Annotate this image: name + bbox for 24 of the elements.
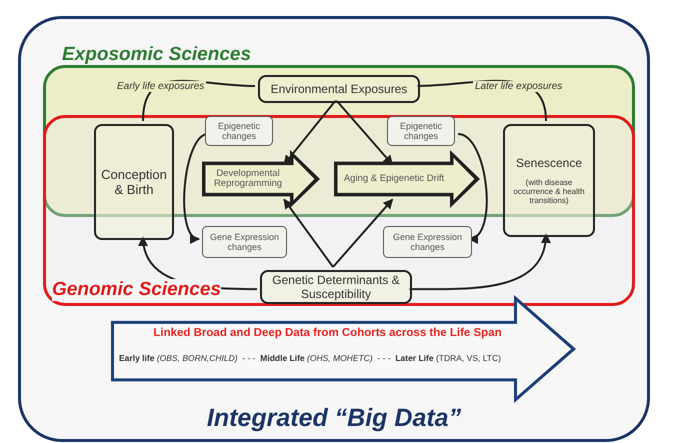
edge-label: Early life exposures [115,81,206,92]
process-box: Epigenetic changes [387,116,455,146]
process-box: Gene Expression changes [202,226,287,258]
arrow-label: Developmental Reprogramming [212,166,284,191]
cohort-list: Early life (OBS, BORN,CHILD) - - - Middle Life (OHS, MOHETC) - - - Later Life (TDRA, VS, LTC) [119,352,501,363]
arrow [283,198,334,268]
arrow [409,233,550,290]
outer-frame [18,16,650,442]
process-box: Conception & Birth [94,124,174,240]
box-note: (with disease occurrence & health transitions) [512,178,586,205]
process-box: Genetic Determinants & Susceptibility [260,270,412,304]
process-box: Gene Expression changes [383,226,472,258]
arrow-label: Aging & Epigenetic Drift [342,172,446,186]
process-box [503,124,595,237]
edge-label: Later life exposures [473,81,564,92]
band-title: Genomic Sciences [52,279,221,301]
band-title: Exposomic Sciences [62,44,252,66]
arrow [332,198,394,268]
frame-title: Integrated “Big Data” [206,404,462,433]
arrow [458,133,488,242]
box-heading: Senescence [516,156,582,170]
process-box: Environmental Exposures [258,75,420,103]
process-box: Epigenetic changes [205,116,273,146]
arrow-heading: Linked Broad and Deep Data from Cohorts across the Life Span [152,326,503,339]
